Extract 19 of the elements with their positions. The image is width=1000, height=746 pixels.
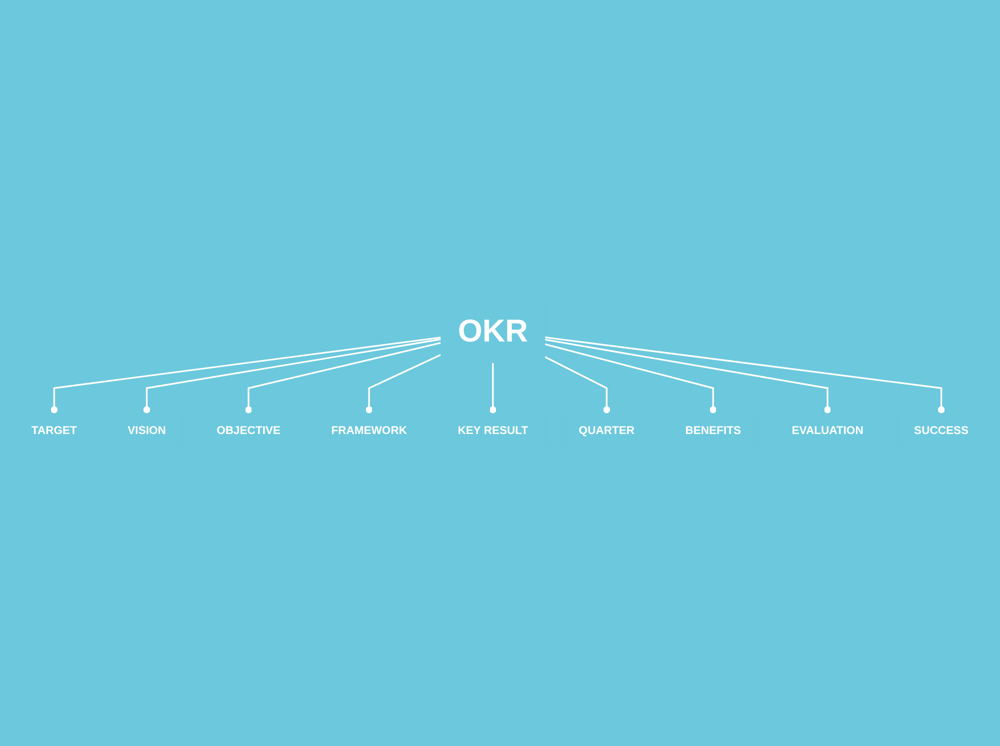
node-text: VISION [128,424,166,437]
node-text: BENEFITS [685,424,742,437]
node-text: SUCCESS [914,424,969,437]
node-text: FRAMEWORK [331,424,407,437]
connector [544,336,945,414]
connector [245,342,442,414]
connector [143,338,442,414]
node-text: QUARTER [578,424,635,437]
connector [366,354,442,414]
node-text: KEY RESULT [458,424,528,437]
connector [490,362,496,414]
connector [50,336,442,414]
connector [544,356,610,414]
node-text: TARGET [31,424,77,437]
connector [544,338,831,414]
connector [544,343,717,414]
node-text: EVALUATION [792,424,864,437]
node-text: OKR [458,312,528,348]
node-text: OBJECTIVE [216,424,280,437]
